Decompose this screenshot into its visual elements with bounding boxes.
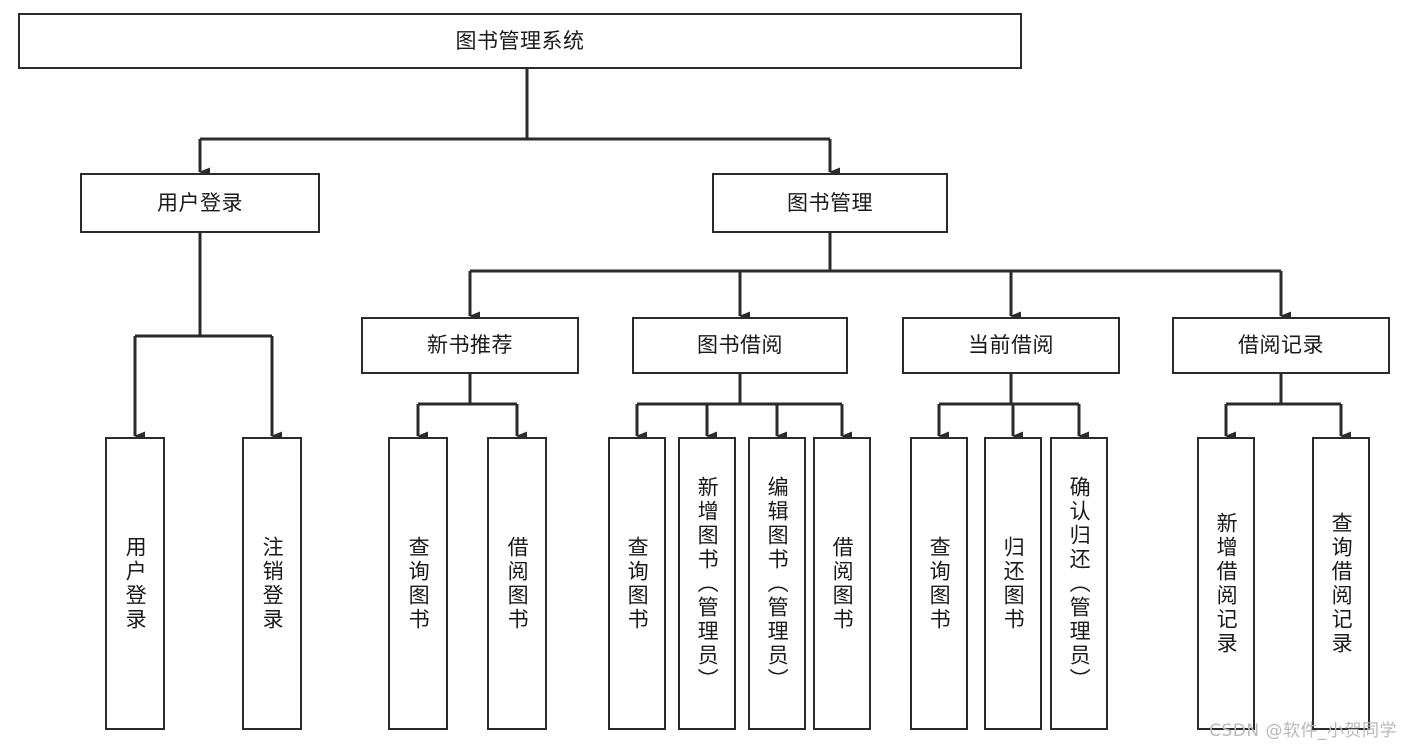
node-leaf-query-book-1[interactable]: 查询图书 bbox=[388, 437, 448, 730]
node-label: 注销登录 bbox=[260, 535, 285, 632]
node-leaf-query-book-3[interactable]: 查询图书 bbox=[910, 437, 968, 730]
node-leaf-confirm-ret[interactable]: 确认归还（管理员） bbox=[1050, 437, 1108, 730]
node-current-borrow[interactable]: 当前借阅 bbox=[902, 317, 1120, 374]
node-leaf-user-login[interactable]: 用户登录 bbox=[105, 437, 165, 730]
node-leaf-add-book[interactable]: 新增图书（管理员） bbox=[678, 437, 736, 730]
node-label: 用户登录 bbox=[157, 190, 243, 215]
node-leaf-query-book-2[interactable]: 查询图书 bbox=[608, 437, 666, 730]
node-label: 归还图书 bbox=[1001, 535, 1026, 632]
node-leaf-borrow-book-1[interactable]: 借阅图书 bbox=[487, 437, 547, 730]
node-label: 图书借阅 bbox=[697, 333, 783, 358]
node-label: 查询图书 bbox=[406, 535, 431, 632]
node-label: 新增借阅记录 bbox=[1214, 511, 1239, 656]
node-label: 查询借阅记录 bbox=[1329, 511, 1354, 656]
node-label: 编辑图书（管理员） bbox=[765, 475, 790, 692]
node-user-login[interactable]: 用户登录 bbox=[80, 173, 320, 233]
node-leaf-borrow-book-2[interactable]: 借阅图书 bbox=[813, 437, 871, 730]
node-book-manage[interactable]: 图书管理 bbox=[712, 173, 948, 233]
node-leaf-add-record[interactable]: 新增借阅记录 bbox=[1197, 437, 1255, 730]
node-label: 图书管理系统 bbox=[455, 28, 585, 53]
node-label: 确认归还（管理员） bbox=[1067, 475, 1092, 692]
node-label: 查询图书 bbox=[625, 535, 650, 632]
node-label: 新书推荐 bbox=[427, 333, 513, 358]
node-label: 图书管理 bbox=[787, 190, 873, 215]
node-label: 借阅记录 bbox=[1238, 333, 1324, 358]
node-leaf-logout[interactable]: 注销登录 bbox=[242, 437, 302, 730]
node-leaf-edit-book[interactable]: 编辑图书（管理员） bbox=[748, 437, 806, 730]
node-book-borrow[interactable]: 图书借阅 bbox=[632, 317, 848, 374]
node-label: 用户登录 bbox=[123, 535, 148, 632]
node-leaf-query-record[interactable]: 查询借阅记录 bbox=[1312, 437, 1370, 730]
node-new-book-rec[interactable]: 新书推荐 bbox=[361, 317, 579, 374]
node-label: 借阅图书 bbox=[830, 535, 855, 632]
node-leaf-return-book[interactable]: 归还图书 bbox=[984, 437, 1042, 730]
node-root[interactable]: 图书管理系统 bbox=[18, 13, 1022, 69]
node-label: 查询图书 bbox=[927, 535, 952, 632]
node-label: 当前借阅 bbox=[968, 333, 1054, 358]
node-borrow-record[interactable]: 借阅记录 bbox=[1172, 317, 1390, 374]
node-label: 新增图书（管理员） bbox=[695, 475, 720, 692]
node-label: 借阅图书 bbox=[505, 535, 530, 632]
